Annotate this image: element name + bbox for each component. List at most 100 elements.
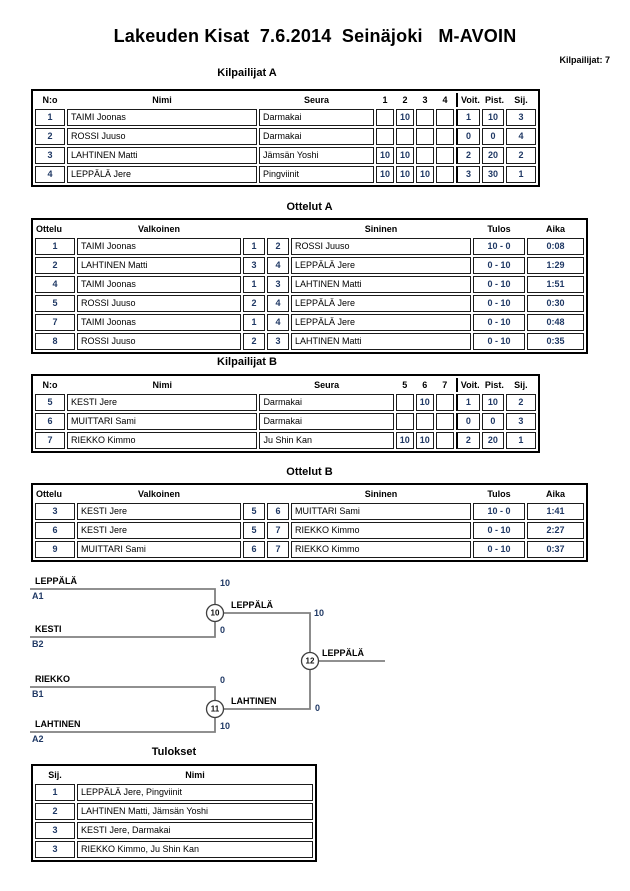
points-cell: 0 xyxy=(482,128,504,145)
header-empty xyxy=(243,487,265,501)
header-empty xyxy=(267,222,289,236)
competitor-no: 2 xyxy=(35,128,65,145)
header-match: Ottelu xyxy=(36,223,62,234)
pool-a-table: N:o Nimi Seura 1 2 3 4 Voit. Pist. Sij. … xyxy=(31,89,540,187)
competitor-no: 4 xyxy=(35,166,65,183)
match-no: 7 xyxy=(35,314,75,331)
section-title-matches-a: Ottelut A xyxy=(286,201,333,213)
time-cell: 1:29 xyxy=(527,257,584,274)
header-row: Sij. Nimi xyxy=(35,768,313,782)
place-cell: 2 xyxy=(506,147,536,164)
section-title-pool-a: Kilpailijat A xyxy=(217,67,277,79)
header-name: Nimi xyxy=(185,769,205,780)
match-no: 6 xyxy=(35,522,75,539)
match-circle xyxy=(205,699,225,719)
match-no: 4 xyxy=(35,276,75,293)
header-result: Tulos xyxy=(487,488,511,499)
score-cell xyxy=(396,128,414,145)
competitors-count: Kilpailijat: 7 xyxy=(559,55,610,65)
result-cell: 0 - 10 xyxy=(473,522,525,539)
result-cell: 10 - 0 xyxy=(473,238,525,255)
place-cell: 2 xyxy=(35,803,75,820)
place-cell: 1 xyxy=(506,166,536,183)
competitor-no: 1 xyxy=(35,109,65,126)
white-no: 5 xyxy=(243,503,265,520)
score-cell xyxy=(436,109,454,126)
competitor-no: 5 xyxy=(35,394,66,411)
header-row: N:o Nimi Seura 5 6 7 Voit. Pist. Sij. xyxy=(35,378,536,392)
wins-cell: 1 xyxy=(456,109,480,126)
place-cell: 3 xyxy=(506,109,536,126)
score-cell xyxy=(436,128,454,145)
result-name: LEPPÄLÄ Jere, Pingviinit xyxy=(77,784,313,801)
header-col-7: 7 xyxy=(442,379,448,390)
result-name: LAHTINEN Matti, Jämsän Yoshi xyxy=(77,803,313,820)
competitor-name: RIEKKO Kimmo xyxy=(67,432,258,449)
score-cell xyxy=(416,128,434,145)
place-cell: 2 xyxy=(505,394,536,411)
competitor-name: LAHTINEN Matti xyxy=(67,147,257,164)
score-cell xyxy=(435,394,454,411)
score-cell: 10 xyxy=(376,166,394,183)
blue-no: 6 xyxy=(267,503,289,520)
header-row: N:o Nimi Seura 1 2 3 4 Voit. Pist. Sij. xyxy=(35,93,536,107)
competitor-name: ROSSI Juuso xyxy=(67,128,257,145)
competitor-club: Darmakai xyxy=(259,109,374,126)
competitor-club: Darmakai xyxy=(259,128,374,145)
blue-no: 4 xyxy=(267,295,289,312)
score-cell: 10 xyxy=(416,166,434,183)
bracket-player-name: RIEKKO xyxy=(35,674,71,684)
competitor-name: LEPPÄLÄ Jere xyxy=(67,166,257,183)
blue-no: 7 xyxy=(267,541,289,558)
white-name: MUITTARI Sami xyxy=(77,541,241,558)
white-name: TAIMI Joonas xyxy=(77,238,241,255)
header-name: Nimi xyxy=(152,94,172,105)
match-no: 8 xyxy=(35,333,75,350)
time-cell: 0:37 xyxy=(527,541,584,558)
bracket-match-number: 11 xyxy=(210,704,220,714)
score-cell: 10 xyxy=(396,147,414,164)
header-blue: Sininen xyxy=(364,223,398,234)
page-title: Lakeuden Kisat 7.6.2014 Seinäjoki M-AVOI… xyxy=(113,26,517,46)
blue-name: RIEKKO Kimmo xyxy=(291,522,471,539)
time-cell: 1:51 xyxy=(527,276,584,293)
white-name: ROSSI Juuso xyxy=(77,333,241,350)
wins-cell: 1 xyxy=(455,394,480,411)
competitor-club: Ju Shin Kan xyxy=(259,432,394,449)
white-name: TAIMI Joonas xyxy=(77,314,241,331)
bracket-score: 0 xyxy=(220,675,226,685)
header-empty xyxy=(243,222,265,236)
white-no: 1 xyxy=(243,276,265,293)
bracket-score: 10 xyxy=(220,721,231,731)
white-no: 6 xyxy=(243,541,265,558)
wins-cell: 2 xyxy=(456,147,480,164)
header-col-3: 3 xyxy=(422,94,428,105)
place-cell: 1 xyxy=(35,784,75,801)
time-cell: 0:48 xyxy=(527,314,584,331)
header-col-5: 5 xyxy=(402,379,408,390)
bracket-seed: B1 xyxy=(32,689,44,699)
blue-no: 2 xyxy=(267,238,289,255)
white-no: 2 xyxy=(243,295,265,312)
white-no: 1 xyxy=(243,314,265,331)
result-cell: 10 - 0 xyxy=(473,503,525,520)
points-cell: 0 xyxy=(481,413,504,430)
match-no: 3 xyxy=(35,503,75,520)
competitor-club: Pingviinit xyxy=(259,166,374,183)
white-name: TAIMI Joonas xyxy=(77,276,241,293)
score-cell: 10 xyxy=(396,109,414,126)
white-no: 5 xyxy=(243,522,265,539)
header-row: Ottelu Valkoinen Sininen Tulos Aika xyxy=(35,222,584,236)
points-cell: 10 xyxy=(482,109,504,126)
blue-name: LAHTINEN Matti xyxy=(291,333,471,350)
